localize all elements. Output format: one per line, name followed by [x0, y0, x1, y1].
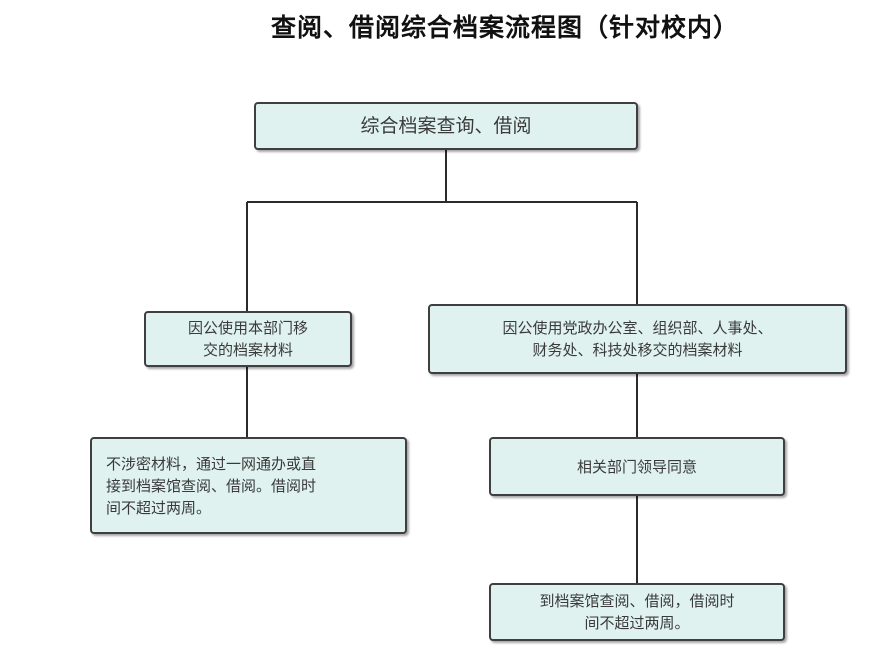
node-other-offices-materials: 因公使用党政办公室、组织部、人事处、 财务处、科技处移交的档案材料: [428, 304, 847, 374]
node-archive-query-borrow: 综合档案查询、借阅: [254, 102, 638, 150]
node-own-department-materials-label: 因公使用本部门移 交的档案材料: [187, 319, 308, 359]
node-archive-visit: 到档案馆查阅、借阅，借阅时 间不超过两周。: [489, 583, 785, 641]
node-archive-visit-label: 到档案馆查阅、借阅，借阅时 间不超过两周。: [539, 592, 735, 632]
node-archive-query-borrow-label: 综合档案查询、借阅: [360, 115, 532, 137]
node-other-offices-materials-label: 因公使用党政办公室、组织部、人事处、 财务处、科技处移交的档案材料: [502, 319, 773, 359]
node-own-department-materials: 因公使用本部门移 交的档案材料: [144, 311, 352, 367]
node-non-classified-access-label: 不涉密材料，通过一网通办或直 接到档案馆查阅、借阅。借阅时 间不超过两周。: [106, 454, 317, 517]
node-leader-approval: 相关部门领导同意: [489, 437, 785, 496]
diagram-title: 查阅、借阅综合档案流程图（针对校内）: [270, 13, 739, 42]
node-leader-approval-label: 相关部门领导同意: [576, 457, 697, 476]
node-non-classified-access: 不涉密材料，通过一网通办或直 接到档案馆查阅、借阅。借阅时 间不超过两周。: [90, 437, 407, 534]
